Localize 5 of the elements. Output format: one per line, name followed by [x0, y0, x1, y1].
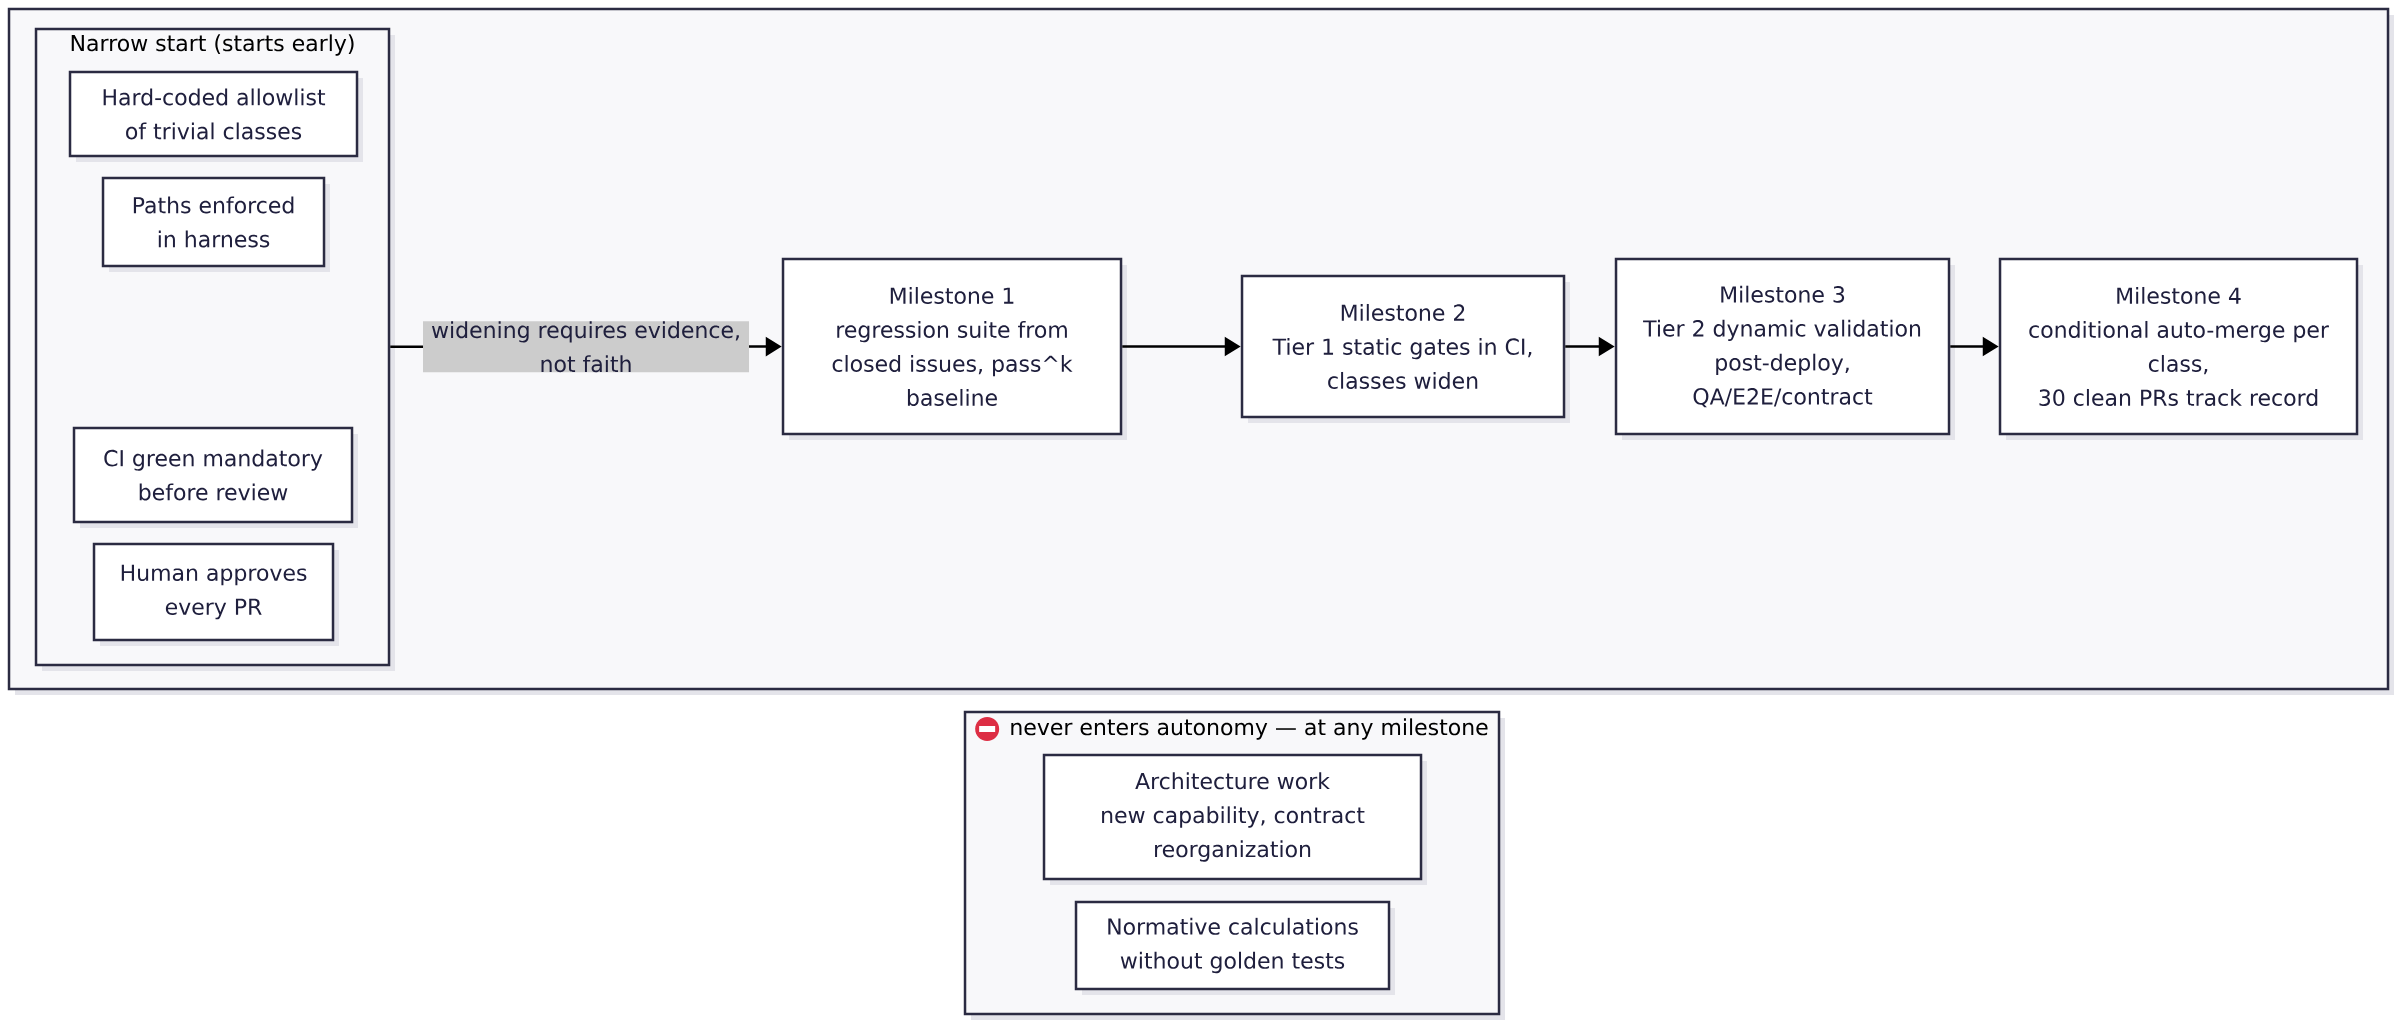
- process-box: Milestone 3 Tier 2 dynamic validation post-deploy, QA/E2E/contract: [1614, 257, 1955, 440]
- edge-label: widening requires evidence, not faith: [423, 321, 749, 373]
- process-box: Milestone 4 conditional auto-merge per class, 30 clean PRs track record: [1998, 257, 2363, 440]
- process-box: Milestone 1 regression suite from closed issues, pass^k baseline: [781, 257, 1127, 440]
- process-box: Milestone 2 Tier 1 static gates in CI, classes widen: [1240, 274, 1570, 423]
